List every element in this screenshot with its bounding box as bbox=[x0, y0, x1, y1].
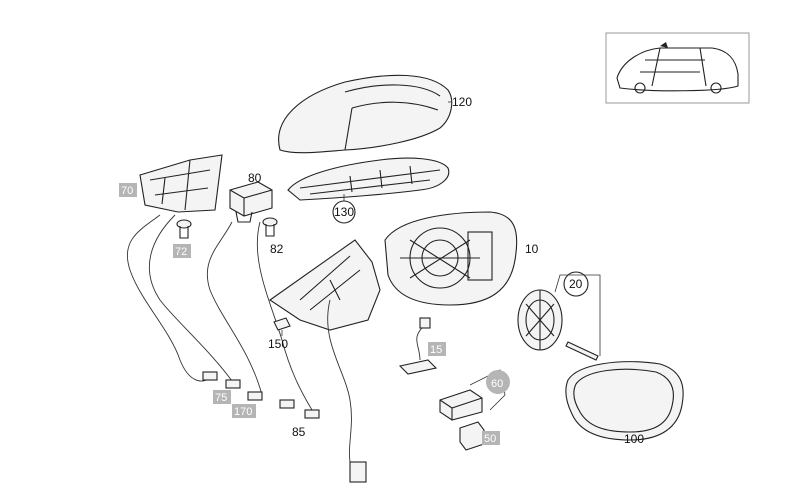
part-100-mirror-glass bbox=[565, 361, 684, 441]
label-50: 50 bbox=[484, 433, 496, 445]
label-100: 100 bbox=[624, 432, 644, 446]
label-60: 60 bbox=[491, 378, 503, 390]
label-20: 20 bbox=[569, 277, 583, 291]
wiring-harness bbox=[126, 214, 320, 419]
part-80-mirror-motor bbox=[229, 181, 273, 223]
part-15-connector bbox=[398, 317, 446, 375]
part-60-control-unit bbox=[439, 369, 510, 421]
label-85: 85 bbox=[292, 425, 306, 439]
part-70-bracket bbox=[119, 154, 223, 213]
part-150-bolt bbox=[273, 317, 291, 336]
label-80: 80 bbox=[248, 171, 262, 185]
part-130-turn-signal bbox=[287, 157, 450, 224]
label-70: 70 bbox=[121, 185, 133, 197]
label-72: 72 bbox=[175, 246, 187, 258]
label-130: 130 bbox=[334, 205, 354, 219]
label-150: 150 bbox=[268, 337, 288, 351]
label-82: 82 bbox=[270, 242, 284, 256]
vehicle-location-inset bbox=[605, 32, 750, 104]
part-120-mirror-cover bbox=[278, 74, 453, 154]
label-75: 75 bbox=[215, 392, 227, 404]
label-170: 170 bbox=[234, 406, 252, 418]
label-10: 10 bbox=[525, 242, 539, 256]
part-72-screw bbox=[173, 219, 192, 258]
label-15: 15 bbox=[430, 344, 442, 356]
part-82-screw bbox=[262, 217, 278, 237]
label-120: 120 bbox=[452, 95, 472, 109]
part-50-actuator bbox=[459, 421, 500, 451]
part-20-glass-carrier bbox=[517, 271, 601, 361]
mirror-base-assembly bbox=[269, 239, 381, 483]
part-10-mirror-housing bbox=[384, 211, 518, 306]
